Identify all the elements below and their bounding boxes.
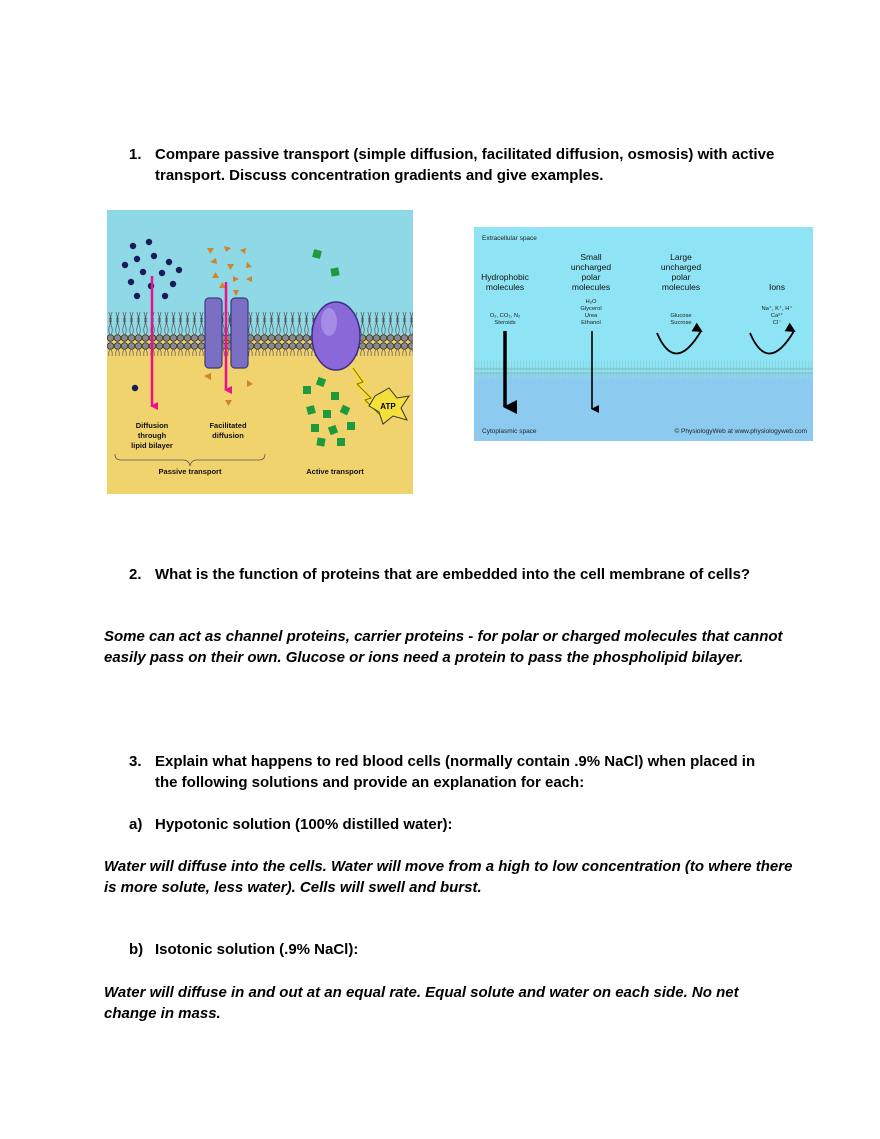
carrier-protein [311, 301, 361, 371]
bilayer [474, 361, 813, 379]
question-letter: a) [129, 816, 143, 833]
hydrophobic-examples: O₂, CO₂, N₂ [490, 313, 521, 319]
question-2: 2. What is the function of proteins that… [129, 564, 779, 585]
large-polar-bounce-arrow [656, 322, 703, 355]
label-active-transport: Active transport [306, 467, 364, 476]
label-diffusion-2: through [138, 431, 167, 440]
question-text: Hypotonic solution (100% distilled water… [155, 816, 453, 833]
col-large-polar-title-3: polar [672, 272, 691, 282]
cytoplasm-region [107, 335, 413, 494]
col-hydrophobic-title-2: molecules [486, 282, 524, 292]
col-small-polar-title: Small [580, 252, 601, 262]
answer-3a: Water will diffuse into the cells. Water… [104, 858, 793, 896]
credit-text: © PhysiologyWeb at www.physiologyweb.com [674, 427, 807, 435]
question-text: Explain what happens to red blood cells … [155, 753, 756, 791]
label-cytoplasmic: Cytoplasmic space [482, 428, 537, 435]
col-large-polar-title-4: molecules [662, 282, 700, 292]
question-text: What is the function of proteins that ar… [155, 566, 751, 583]
question-1: 1. Compare passive transport (simple dif… [129, 144, 779, 186]
passive-brace [114, 453, 266, 467]
small-polar-examples-3: Urea [585, 313, 598, 319]
small-polar-examples: H₂O [586, 299, 597, 305]
ion-examples: Na⁺, K⁺, H⁺ [761, 305, 792, 312]
col-hydrophobic-title: Hydrophobic [481, 272, 529, 282]
question-letter: b) [129, 941, 144, 958]
question-3a: a) Hypotonic solution (100% distilled wa… [129, 814, 779, 835]
active-solutes [303, 249, 355, 447]
label-diffusion-3: lipid bilayer [131, 441, 173, 450]
atp-burst [368, 387, 411, 425]
lipid-bilayer [107, 312, 413, 356]
hydrophobic-examples-2: Steroids [494, 320, 515, 326]
channel-protein-right [230, 297, 249, 369]
col-small-polar-title-3: polar [582, 272, 601, 282]
large-polar-examples-2: Sucrose [670, 320, 691, 326]
membrane-permeability-diagram: Extracellular space Cytoplasmic space © … [474, 227, 813, 446]
label-diffusion: Diffusion [136, 421, 169, 430]
col-small-polar-title-2: uncharged [571, 262, 611, 272]
small-polar-examples-4: Ethanol [581, 320, 601, 326]
col-large-polar-title: Large [670, 252, 692, 262]
ion-examples-3: Cl⁻ [773, 320, 782, 326]
question-3b: b) Isotonic solution (.9% NaCl): [129, 939, 779, 960]
ion-examples-2: Ca²⁺ [771, 312, 783, 319]
solute-molecules [121, 238, 183, 392]
label-extracellular: Extracellular space [482, 235, 537, 242]
question-3: 3. Explain what happens to red blood cel… [129, 751, 779, 793]
col-ions-title: Ions [769, 282, 785, 292]
label-facilitated: Facilitated [209, 421, 247, 430]
cytoplasmic-space [474, 373, 813, 441]
question-number: 2. [129, 566, 142, 583]
small-polar-examples-2: Glycerol [580, 306, 601, 312]
answer-3b: Water will diffuse in and out at an equa… [104, 984, 739, 1022]
channel-protein-left [204, 297, 223, 369]
question-number: 3. [129, 753, 142, 770]
question-text: Compare passive transport (simple diffus… [155, 146, 775, 184]
answer-2: Some can act as channel proteins, carrie… [104, 628, 783, 666]
col-large-polar-title-2: uncharged [661, 262, 701, 272]
ion-bounce-arrow [749, 322, 796, 355]
facilitated-solutes [204, 246, 253, 406]
col-small-polar-title-4: molecules [572, 282, 610, 292]
large-polar-examples: Glucose [670, 313, 691, 319]
label-facilitated-2: diffusion [212, 431, 244, 440]
question-text: Isotonic solution (.9% NaCl): [155, 941, 359, 958]
label-passive-transport: Passive transport [159, 467, 222, 476]
atp-label: ATP [380, 402, 396, 411]
question-number: 1. [129, 146, 142, 163]
transport-diagram: ATP Diffusion through lipid bilayer Faci… [107, 210, 413, 499]
